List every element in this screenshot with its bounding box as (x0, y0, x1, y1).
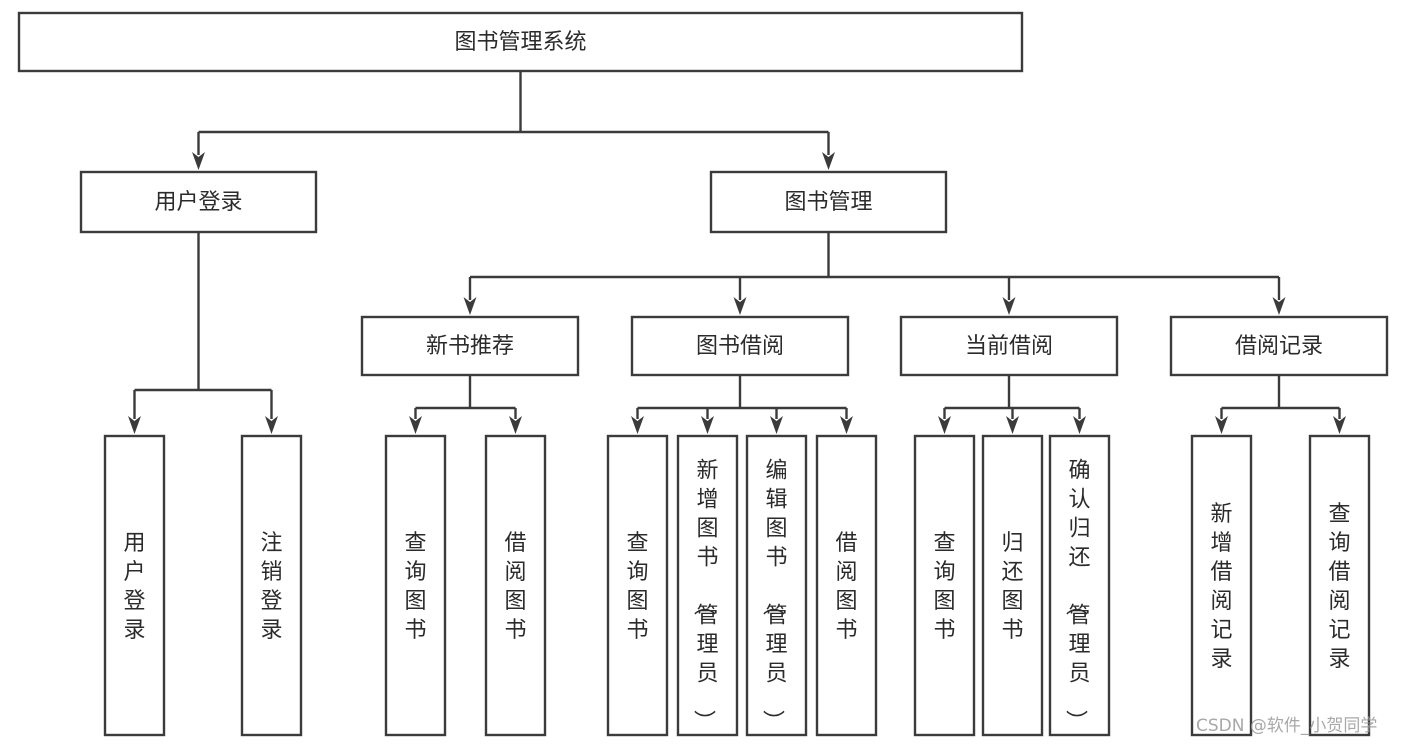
connector-group-borrow-record (1215, 375, 1346, 434)
node-label-leaf-query-book-3: 查询图书 (933, 531, 955, 643)
node-leaf-borrow-book-2[interactable]: 借阅图书 (815, 434, 878, 737)
node-box-book-manage[interactable] (709, 170, 948, 234)
node-box-user-login[interactable] (79, 170, 318, 234)
node-box-book-borrow[interactable] (630, 315, 850, 377)
node-leaf-return-book[interactable]: 归还图书 (981, 434, 1044, 737)
node-leaf-query-book-3[interactable]: 查询图书 (913, 434, 976, 737)
node-box-leaf-query-record[interactable] (1308, 434, 1371, 737)
node-box-leaf-confirm-return[interactable] (1048, 434, 1111, 737)
node-box-new-book-rec[interactable] (360, 315, 580, 377)
node-label-current-borrow: 当前借阅 (965, 334, 1053, 359)
csdn-watermark: CSDN @软件_小贺同学 (1196, 716, 1377, 736)
node-box-leaf-add-record[interactable] (1190, 434, 1253, 737)
node-box-leaf-user-logout[interactable] (240, 434, 303, 737)
node-leaf-user-logout[interactable]: 注销登录 (240, 434, 303, 737)
connector-group-book-borrow (631, 375, 853, 434)
arrowhead-icon (1073, 416, 1086, 434)
arrowhead-icon (509, 416, 522, 434)
node-leaf-edit-book[interactable]: 编辑图书（管理员） (745, 434, 808, 737)
node-label-leaf-confirm-return: 确认归还（管理员） (1062, 459, 1090, 732)
arrowhead-icon (822, 152, 835, 170)
node-box-leaf-add-book[interactable] (676, 434, 739, 737)
node-box-current-borrow[interactable] (899, 315, 1119, 377)
node-label-leaf-user-logout: 注销登录 (260, 531, 282, 643)
node-label-leaf-borrow-book-2: 借阅图书 (835, 531, 857, 643)
node-label-leaf-query-book-2: 查询图书 (626, 531, 648, 643)
connector-group-new-book-rec (409, 375, 522, 434)
node-box-leaf-edit-book[interactable] (745, 434, 808, 737)
arrowhead-icon (840, 416, 853, 434)
node-label-leaf-return-book: 归还图书 (1001, 531, 1023, 643)
node-label-leaf-add-record: 新增借阅记录 (1210, 502, 1232, 672)
node-label-user-login: 用户登录 (154, 190, 242, 215)
arrowhead-icon (1002, 297, 1016, 315)
node-new-book-rec[interactable]: 新书推荐 (360, 315, 580, 377)
arrowhead-icon (733, 297, 747, 315)
node-label-leaf-add-book: 新增图书（管理员） (690, 459, 718, 732)
node-user-login[interactable]: 用户登录 (79, 170, 318, 234)
nodes-layer: 图书管理系统用户登录图书管理新书推荐图书借阅当前借阅借阅记录用户登录注销登录查询… (17, 11, 1389, 737)
node-label-book-manage: 图书管理 (784, 190, 872, 215)
node-book-manage[interactable]: 图书管理 (709, 170, 948, 234)
node-borrow-record[interactable]: 借阅记录 (1169, 315, 1389, 377)
node-label-leaf-user-login: 用户登录 (123, 531, 145, 643)
arrowhead-icon (701, 416, 714, 434)
connector-group-user-login (128, 232, 278, 434)
arrowhead-icon (265, 416, 278, 434)
node-box-leaf-borrow-book-2[interactable] (815, 434, 878, 737)
node-box-leaf-query-book-2[interactable] (606, 434, 669, 737)
node-label-leaf-query-record: 查询借阅记录 (1328, 502, 1350, 672)
node-label-leaf-query-book-1: 查询图书 (404, 531, 426, 643)
arrowhead-icon (1272, 297, 1286, 315)
arrowhead-icon (1006, 416, 1019, 434)
node-leaf-query-book-2[interactable]: 查询图书 (606, 434, 669, 737)
arrowhead-icon (770, 416, 783, 434)
node-label-new-book-rec: 新书推荐 (426, 334, 514, 359)
node-label-borrow-record: 借阅记录 (1235, 334, 1323, 359)
connector-group-book-manage (463, 232, 1286, 315)
node-box-leaf-user-login[interactable] (103, 434, 166, 737)
node-box-leaf-query-book-3[interactable] (913, 434, 976, 737)
arrowhead-icon (1333, 416, 1346, 434)
arrowhead-icon (1215, 416, 1228, 434)
node-leaf-user-login[interactable]: 用户登录 (103, 434, 166, 737)
connector-group-current-borrow (938, 375, 1086, 434)
node-label-leaf-edit-book: 编辑图书（管理员） (759, 459, 787, 732)
connector-group-root (192, 71, 835, 170)
node-leaf-query-book-1[interactable]: 查询图书 (384, 434, 447, 737)
node-leaf-borrow-book-1[interactable]: 借阅图书 (484, 434, 547, 737)
arrowhead-icon (631, 416, 644, 434)
arrowhead-icon (192, 152, 205, 170)
arrowhead-icon (128, 416, 141, 434)
node-leaf-add-record[interactable]: 新增借阅记录 (1190, 434, 1253, 737)
node-label-book-borrow: 图书借阅 (696, 334, 784, 359)
node-leaf-confirm-return[interactable]: 确认归还（管理员） (1048, 434, 1111, 737)
node-current-borrow[interactable]: 当前借阅 (899, 315, 1119, 377)
node-box-borrow-record[interactable] (1169, 315, 1389, 377)
node-label-leaf-borrow-book-1: 借阅图书 (504, 531, 526, 643)
node-box-leaf-borrow-book-1[interactable] (484, 434, 547, 737)
arrowhead-icon (463, 297, 477, 315)
arrowhead-icon (938, 416, 951, 434)
node-book-borrow[interactable]: 图书借阅 (630, 315, 850, 377)
node-leaf-query-record[interactable]: 查询借阅记录 (1308, 434, 1371, 737)
connectors-layer (128, 71, 1346, 434)
node-box-leaf-return-book[interactable] (981, 434, 1044, 737)
node-box-leaf-query-book-1[interactable] (384, 434, 447, 737)
node-label-root: 图书管理系统 (454, 30, 586, 55)
node-root[interactable]: 图书管理系统 (17, 11, 1024, 73)
arrowhead-icon (409, 416, 422, 434)
node-leaf-add-book[interactable]: 新增图书（管理员） (676, 434, 739, 737)
node-box-root[interactable] (17, 11, 1024, 73)
